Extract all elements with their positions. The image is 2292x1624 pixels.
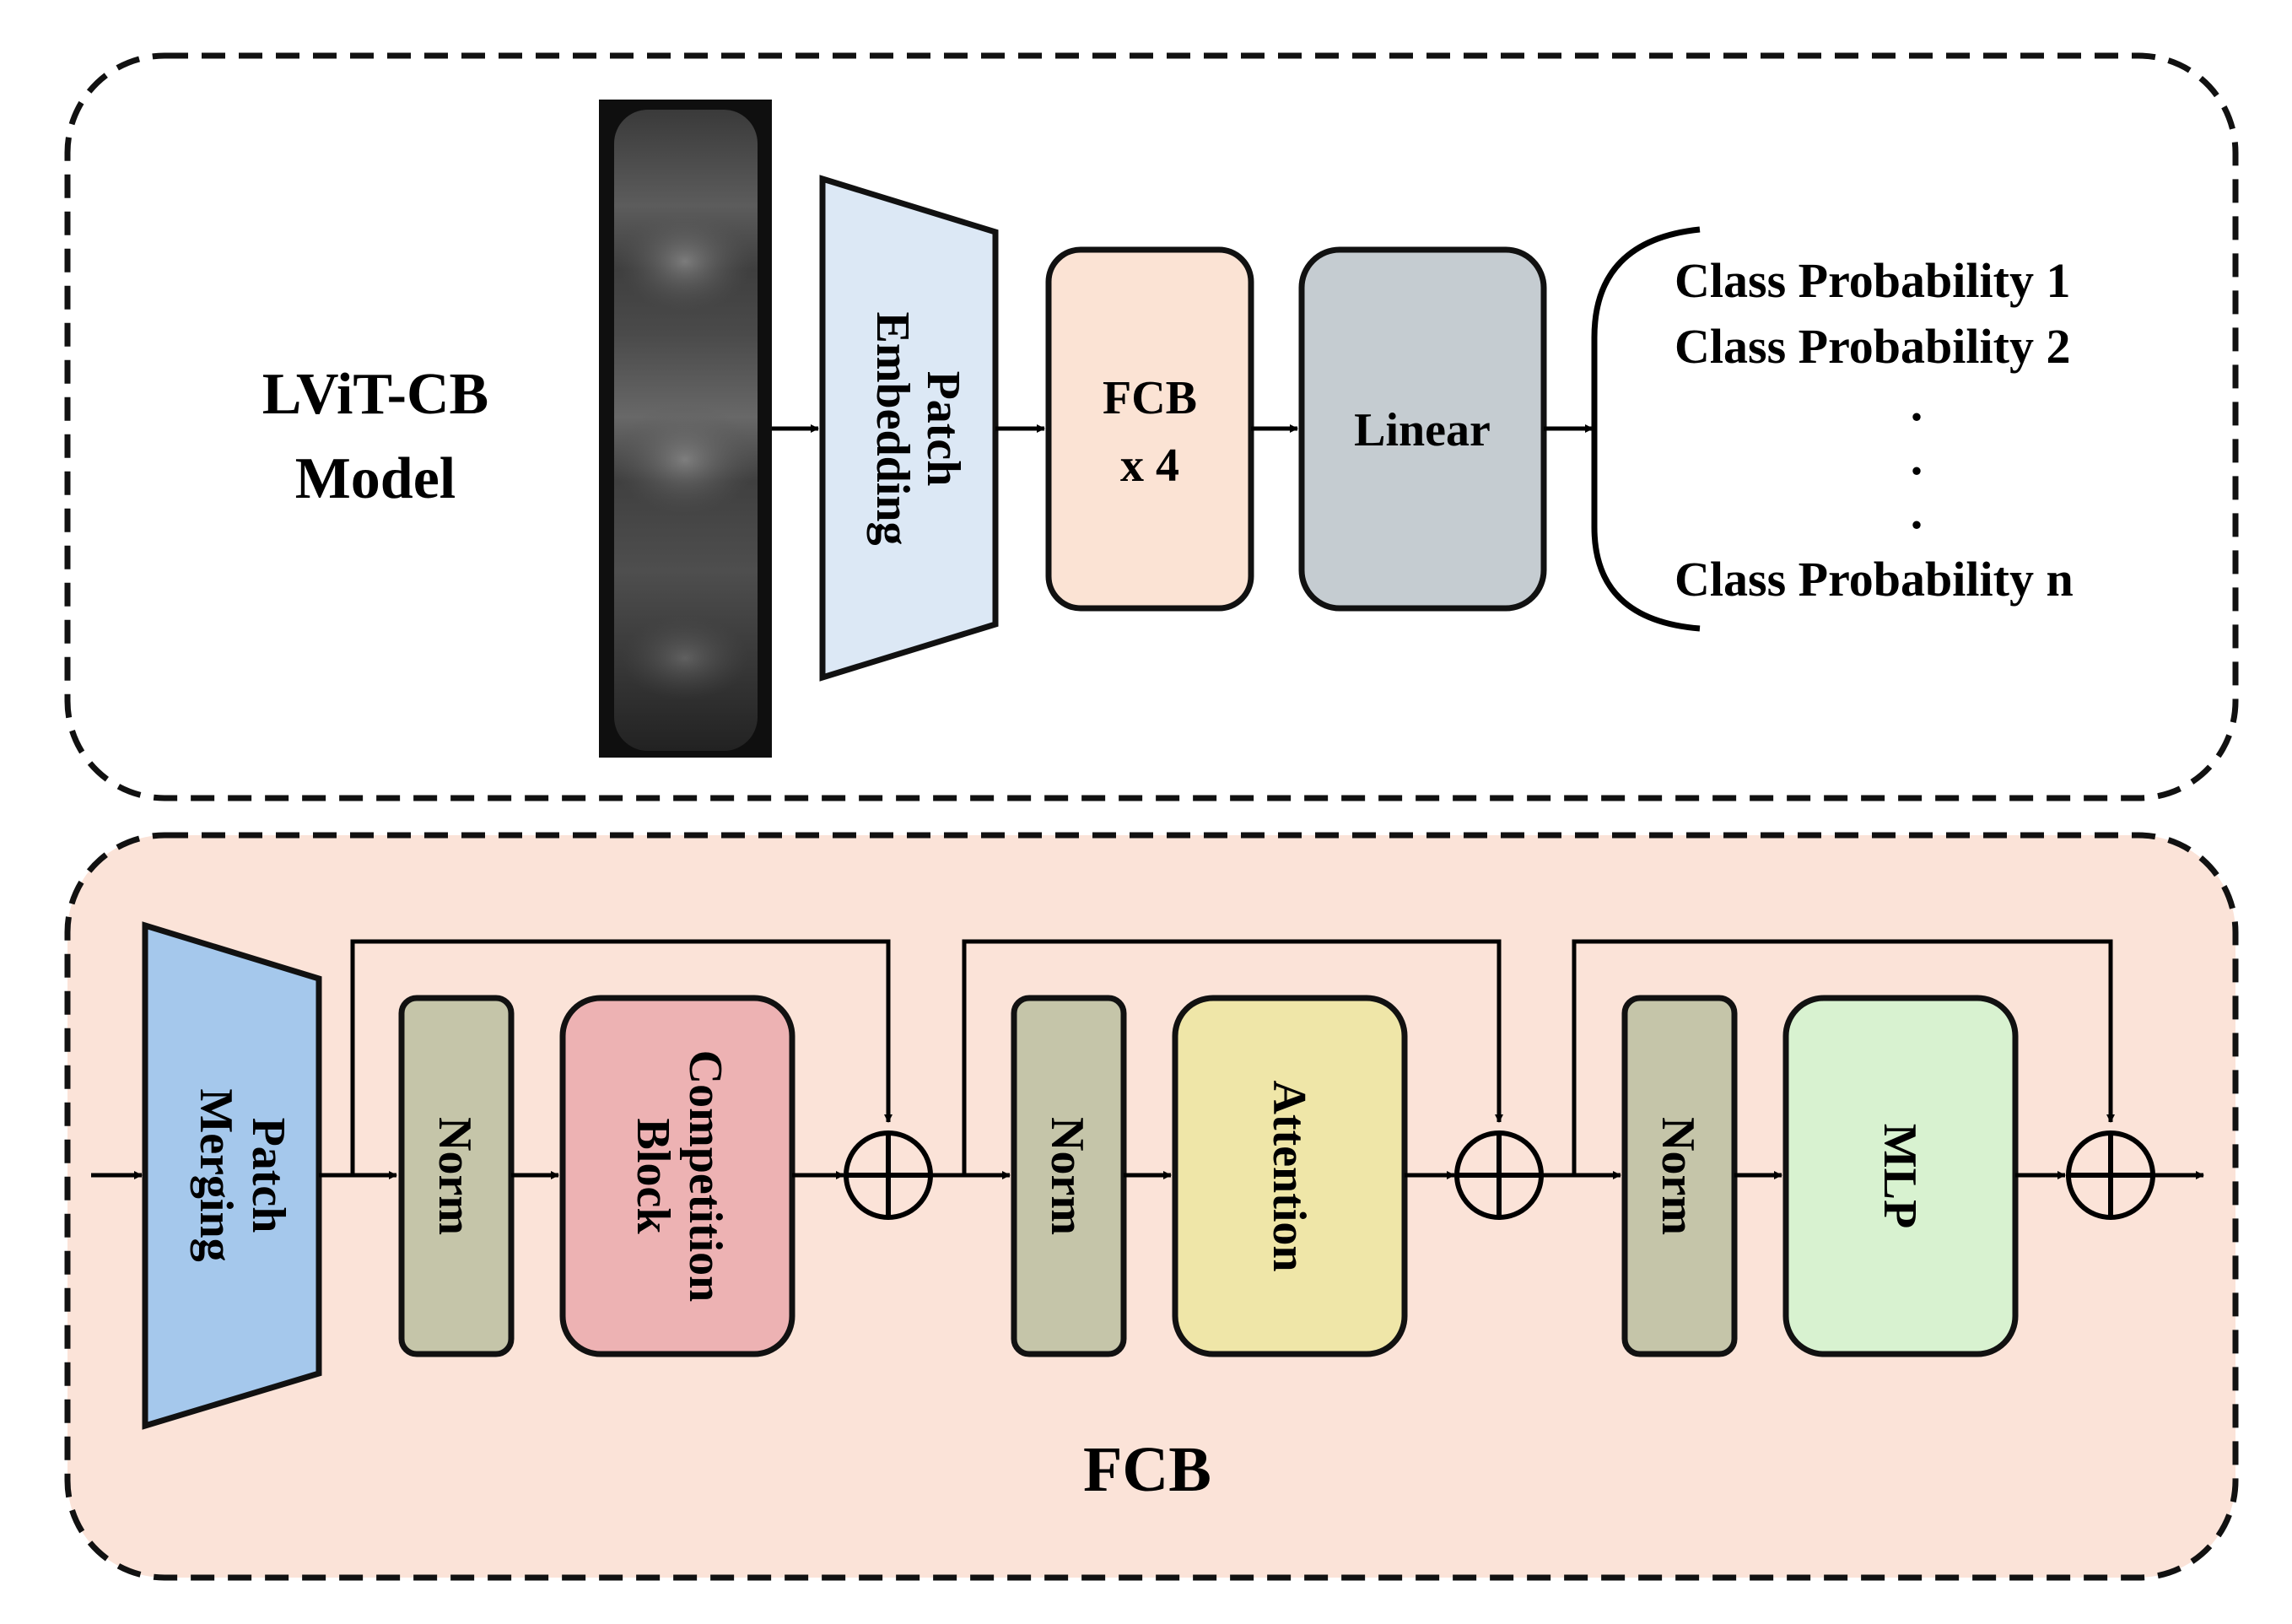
patch-embedding-label-1: Patch: [917, 371, 969, 487]
output-brace: [1591, 226, 1701, 632]
norm-label-3: Norm: [1652, 1117, 1704, 1235]
model-title-line2: Model: [295, 446, 456, 511]
competition-label-2: Block: [627, 1119, 679, 1235]
patch-merging-label-2: Merging: [190, 1088, 242, 1261]
model-title-line1: LViT-CB: [262, 362, 488, 427]
patch-merging-block: [142, 921, 322, 1430]
plus-circle-icon: [1454, 1130, 1544, 1220]
plus-circle-icon: [844, 1130, 933, 1220]
skip-connection-1: [350, 939, 893, 1175]
fcb-panel-title: FCB: [1083, 1434, 1211, 1505]
output-ellipsis-3: .: [1911, 484, 1923, 539]
patch-embedding-block: [819, 175, 999, 682]
output-class-2: Class Probability 2: [1675, 319, 2070, 374]
attention-label: Attention: [1263, 1080, 1315, 1271]
norm-label-1: Norm: [429, 1117, 481, 1235]
competition-label-1: Competition: [679, 1050, 731, 1303]
patch-embedding-label-2: Embedding: [866, 312, 919, 546]
skip-connection-2: [962, 939, 1503, 1175]
output-ellipsis-1: .: [1911, 376, 1923, 431]
fcb-x4-label-1: FCB: [1103, 372, 1197, 424]
linear-label: Linear: [1354, 404, 1491, 456]
skip-connection-3: [1572, 939, 2115, 1175]
fcb-x4-block: [1045, 246, 1254, 612]
plus-circle-icon: [2066, 1130, 2155, 1220]
output-class-1: Class Probability 1: [1675, 253, 2070, 308]
model-panel: LViT-CB Model Patch Embedding FCB x 4 Li…: [64, 52, 2239, 801]
fcb-panel: Patch Merging Norm Competition Block Nor…: [64, 832, 2239, 1581]
mlp-label: MLP: [1874, 1124, 1926, 1228]
patch-merging-label-1: Patch: [242, 1118, 294, 1233]
input-image: [599, 100, 772, 758]
norm-label-2: Norm: [1041, 1117, 1093, 1235]
output-ellipsis-2: .: [1911, 430, 1923, 485]
fcb-x4-label-2: x 4: [1120, 440, 1179, 492]
output-class-n: Class Probability n: [1675, 552, 2074, 607]
